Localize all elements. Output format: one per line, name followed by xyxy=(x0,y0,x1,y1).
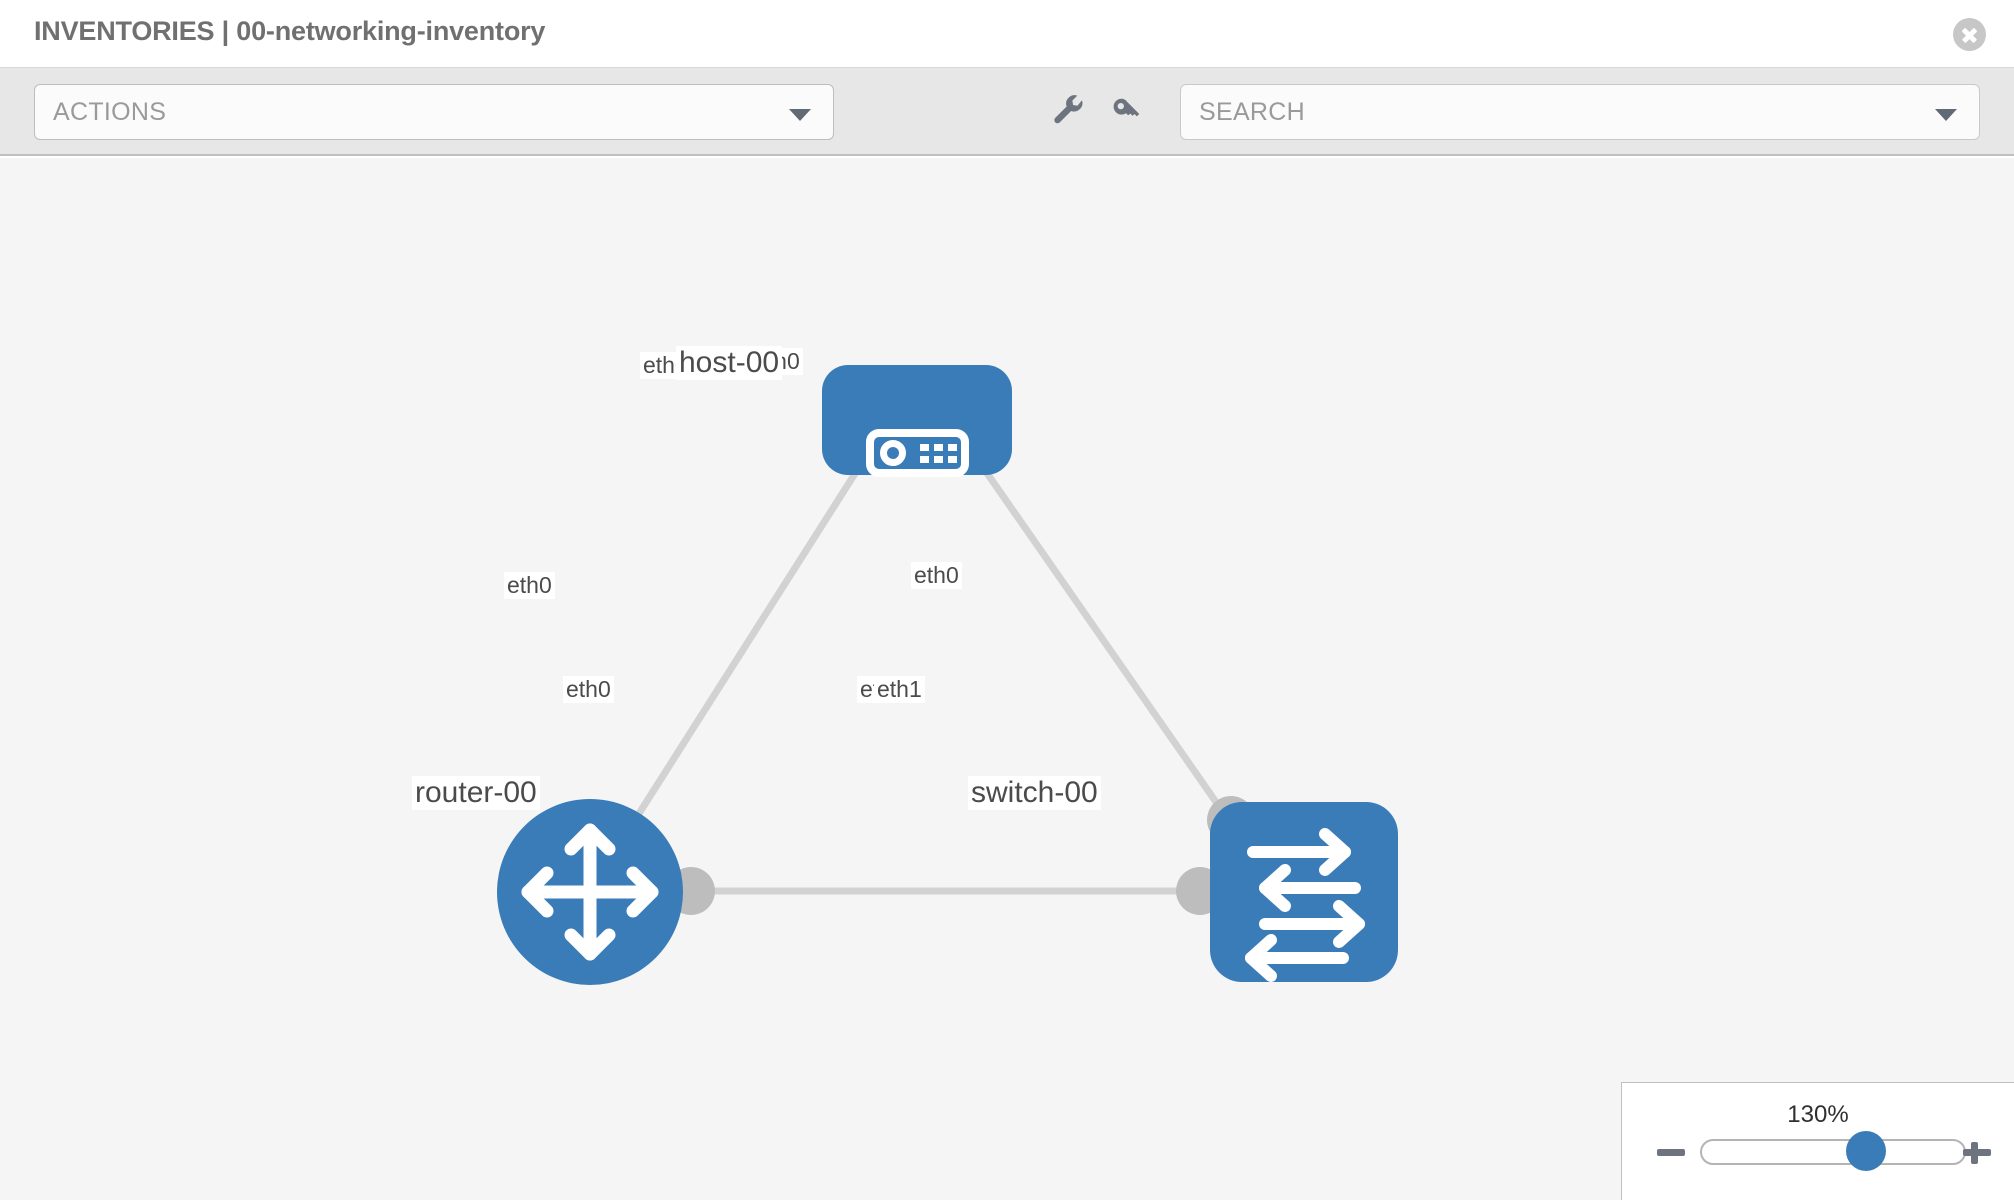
interface-label: eth0 xyxy=(504,572,555,599)
router-arrows-icon xyxy=(521,823,659,961)
wrench-icon[interactable] xyxy=(1040,84,1096,140)
switch-arrows-icon xyxy=(1245,828,1365,982)
interface-label: eth0 xyxy=(563,676,614,703)
interface-label: eth0 xyxy=(911,562,962,589)
wrench-icon-glyph xyxy=(1054,95,1083,124)
key-icon[interactable] xyxy=(1100,84,1156,140)
topology-endpoints xyxy=(667,402,1255,915)
zoom-slider-track[interactable] xyxy=(1700,1139,1966,1165)
node-label-switch-00: switch-00 xyxy=(968,776,1101,810)
node-switch-00[interactable] xyxy=(1210,802,1398,982)
search-placeholder: SEARCH xyxy=(1199,98,1305,126)
zoom-slider-thumb[interactable] xyxy=(1846,1131,1886,1171)
node-label-host-00: host-00 xyxy=(676,346,783,380)
chevron-down-icon xyxy=(789,109,811,121)
node-host-00[interactable] xyxy=(822,365,1012,477)
actions-dropdown[interactable]: ACTIONS xyxy=(34,84,834,140)
zoom-out-button[interactable] xyxy=(1654,1135,1688,1169)
zoom-in-button[interactable] xyxy=(1960,1135,1994,1169)
actions-dropdown-label: ACTIONS xyxy=(53,98,167,126)
link-host00-router00[interactable] xyxy=(609,418,892,858)
node-router-00[interactable] xyxy=(497,799,683,985)
server-icon xyxy=(866,429,969,477)
host-00-shape[interactable] xyxy=(822,365,1012,475)
topology-links xyxy=(609,418,1251,895)
link-host00-switch00[interactable] xyxy=(947,418,1251,850)
close-icon[interactable] xyxy=(1953,18,1986,51)
page-title: INVENTORIES | 00-networking-inventory xyxy=(34,16,546,46)
chevron-down-icon xyxy=(1935,109,1957,121)
zoom-level-value: 130% xyxy=(1787,1101,1849,1128)
page-header: INVENTORIES | 00-networking-inventory xyxy=(0,0,2014,68)
search-input[interactable]: SEARCH xyxy=(1180,84,1980,140)
topology-graph xyxy=(497,365,1398,985)
zoom-control-panel: 130% xyxy=(1621,1082,2014,1200)
topology-canvas[interactable]: eth0 eth0 eth0 eth0 eth0 eth0 eth1 host-… xyxy=(0,158,2014,1200)
key-icon-glyph xyxy=(1113,98,1140,117)
toolbar: ACTIONS SEARCH xyxy=(0,68,2014,156)
node-label-router-00: router-00 xyxy=(412,776,540,810)
interface-label: eth1 xyxy=(874,676,925,703)
